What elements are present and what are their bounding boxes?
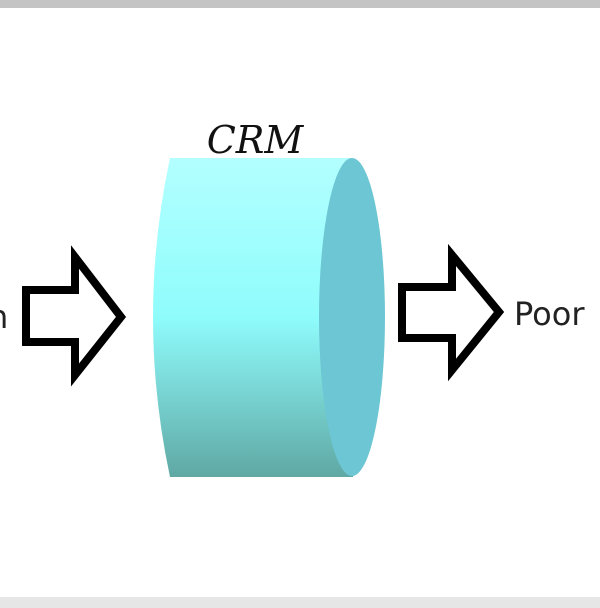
crm-title: CRM xyxy=(207,118,305,162)
top-border xyxy=(0,0,600,8)
cylinder-body xyxy=(153,158,353,477)
cylinder-face xyxy=(319,158,385,476)
bottom-border xyxy=(0,597,600,608)
input-arrow-icon xyxy=(22,245,127,387)
output-arrow-icon xyxy=(398,243,505,382)
right-label: Poor xyxy=(514,295,585,333)
left-label: n xyxy=(0,298,8,336)
